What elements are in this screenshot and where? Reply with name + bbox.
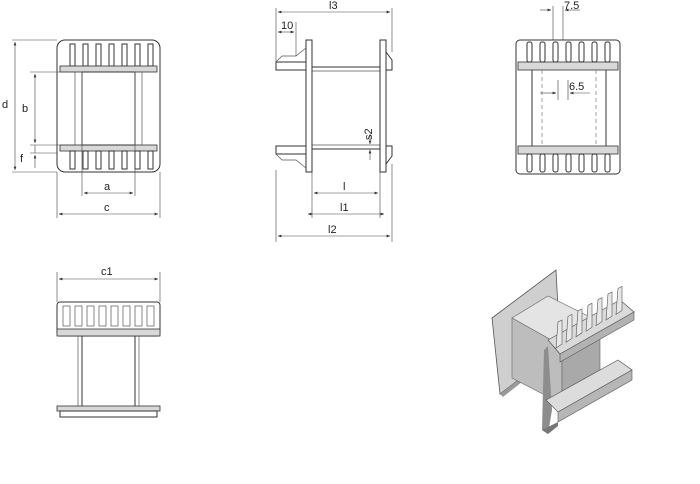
isometric-pin (575, 308, 583, 338)
pin-view-pin-top (578, 41, 585, 63)
pin-view-top-pins (526, 41, 611, 63)
pin-view-pin-top (565, 41, 572, 63)
pin-view-bottom-pins (526, 153, 611, 173)
front-pin-bottom (134, 150, 141, 170)
pin-view-pin-bottom (604, 153, 611, 173)
front-pin-bottom (95, 150, 102, 170)
pin-view: 7.5 6.5 (515, 0, 621, 175)
front-view-bottom-pins (69, 150, 154, 170)
front-view: d b f a c (2, 39, 161, 218)
pin-view-pin-bottom (552, 153, 559, 173)
isometric-pin (595, 297, 603, 327)
side-view: l3 10 s2 l l1 l2 (275, 0, 393, 242)
dim-label-l3: l3 (329, 0, 338, 12)
isometric-pin (615, 285, 623, 315)
pin-view-pin-top (604, 41, 611, 63)
top-view: c1 (56, 266, 161, 418)
isometric-pin (585, 302, 593, 332)
top-view-pin-slots (62, 305, 155, 327)
front-pin-bottom (121, 150, 128, 170)
dim-label-a: a (104, 181, 111, 193)
front-pin-bottom (69, 150, 76, 170)
front-pin-top (134, 43, 141, 67)
dim-label-c: c (104, 202, 110, 214)
dim-label-10: 10 (281, 20, 293, 32)
top-view-slot (62, 305, 71, 327)
pin-view-pin-top (526, 41, 533, 63)
pin-view-pin-bottom (526, 153, 533, 173)
pin-view-pin-bottom (578, 153, 585, 173)
pin-view-pin-top (591, 41, 598, 63)
top-view-slot (86, 305, 95, 327)
pin-view-pin-bottom (591, 153, 598, 173)
dim-label-d: d (2, 99, 8, 111)
pin-view-pin-bottom (565, 153, 572, 173)
isometric-pin (555, 319, 563, 349)
dim-label-l1: l1 (340, 202, 349, 214)
front-pin-top (95, 43, 102, 67)
dim-label-f: f (20, 153, 24, 165)
dim-label-c1: c1 (101, 266, 113, 278)
dim-label-s2: s2 (363, 128, 375, 140)
isometric-view (491, 269, 635, 434)
top-view-slot (122, 305, 131, 327)
isometric-pin (565, 313, 573, 343)
pin-view-pin-bottom (539, 153, 546, 173)
front-pin-top (108, 43, 115, 67)
dim-label-6-5: 6.5 (569, 81, 584, 93)
top-view-slot (110, 305, 119, 327)
front-pin-top (147, 43, 154, 67)
front-pin-bottom (108, 150, 115, 170)
top-view-slot (134, 305, 143, 327)
pin-view-pin-top (539, 41, 546, 63)
front-pin-bottom (82, 150, 89, 170)
top-view-slot (74, 305, 83, 327)
dim-label-l2: l2 (328, 224, 337, 236)
front-pin-top (121, 43, 128, 67)
top-view-slot (146, 305, 155, 327)
dim-label-7-5: 7.5 (564, 0, 579, 12)
front-pin-bottom (147, 150, 154, 170)
front-pin-top (82, 43, 89, 67)
front-pin-top (69, 43, 76, 67)
pin-view-pin-top (552, 41, 559, 63)
dim-label-l: l (343, 181, 345, 193)
isometric-pins (555, 285, 623, 349)
dim-label-b: b (22, 103, 28, 115)
top-view-slot (98, 305, 107, 327)
isometric-pin (605, 291, 613, 321)
